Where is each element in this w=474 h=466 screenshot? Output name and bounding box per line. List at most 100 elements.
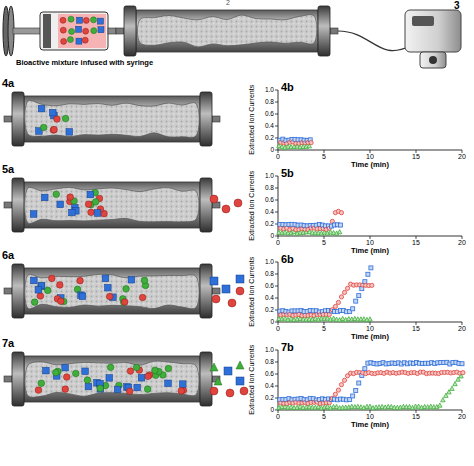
green-compound (67, 37, 73, 43)
column-nozzle (4, 116, 12, 122)
red-marker (333, 392, 337, 396)
mass-spectrometer (405, 10, 461, 68)
red-compound (60, 27, 66, 33)
tick-label: 5 (314, 413, 334, 421)
y-tick (275, 176, 278, 177)
y-tick (275, 150, 278, 151)
x-tick (324, 322, 325, 325)
tick-label: 10 (360, 153, 380, 161)
red-compound (77, 277, 84, 284)
panel-label: 4a (2, 77, 32, 89)
blue-compound (138, 374, 145, 381)
tick-label: 0 (268, 239, 288, 247)
x-tick (324, 410, 325, 413)
axis-title: Time (min) (330, 333, 410, 341)
red-compound (35, 387, 42, 394)
column-packing (25, 100, 199, 137)
green-compound (68, 16, 74, 22)
red-compound (212, 295, 220, 303)
panel-label: 4b (281, 81, 311, 93)
x-tick (416, 150, 417, 153)
tick-label: 0.2 (251, 394, 274, 401)
red-marker (370, 283, 374, 287)
blue-compound (236, 275, 244, 283)
x-tick (278, 410, 279, 413)
instrument-body (405, 10, 461, 52)
blue-compound (31, 277, 38, 284)
tick-label: 0.8 (251, 184, 274, 191)
y-tick (275, 262, 278, 263)
chromatography-column (116, 6, 338, 56)
blue-compound (128, 276, 135, 283)
column-packing (25, 361, 199, 397)
blue-compound (49, 109, 56, 116)
panel-label: 7a (2, 337, 32, 349)
node-caption: Bioactive mixture infused with syringe (16, 59, 206, 68)
blue-compound (106, 375, 113, 382)
tick-label: 1.0 (251, 172, 274, 179)
blue-compound (43, 367, 50, 374)
tick-label: 20 (452, 413, 472, 421)
green-compound (38, 380, 45, 387)
blue-compound (66, 129, 73, 136)
chromatography-column (4, 92, 220, 146)
tick-label: 15 (406, 413, 426, 421)
axis-title: Extracted Ion Currents (248, 247, 256, 337)
tick-label: 0.6 (251, 370, 274, 377)
tick-label: 0.8 (251, 98, 274, 105)
tick-label: 0.2 (251, 220, 274, 227)
x-tick (416, 236, 417, 239)
panel-label: 5a (2, 163, 32, 175)
tick-label: 0 (268, 413, 288, 421)
tick-label: 0.4 (251, 208, 274, 215)
y-tick (275, 114, 278, 115)
instrument-panel (412, 16, 434, 26)
column-body (24, 268, 200, 314)
x-tick (370, 236, 371, 239)
red-compound (50, 127, 57, 134)
y-tick (275, 386, 278, 387)
red-compound (145, 373, 152, 380)
column-end-cap (124, 6, 136, 56)
x-tick (278, 236, 279, 239)
red-compound (234, 199, 242, 207)
blue-marker (357, 294, 361, 298)
syringe-unit: Bioactive mixture infused with syringe (4, 0, 204, 72)
blue-compound (236, 377, 244, 385)
red-compound (222, 205, 230, 213)
red-compound (37, 293, 44, 300)
green-compound (52, 369, 59, 376)
blue-compound (57, 201, 64, 208)
blue-compound (76, 38, 82, 44)
tick-label: 0.6 (251, 196, 274, 203)
blue-compound (87, 191, 94, 198)
blue-marker (354, 299, 358, 303)
column-end-cap (200, 352, 212, 406)
green-marker (450, 386, 454, 390)
green-compound (92, 199, 99, 206)
column-end-cap (12, 92, 24, 146)
tick-label: 0.6 (251, 282, 274, 289)
y-tick (275, 374, 278, 375)
red-compound (58, 298, 65, 305)
green-compound (91, 17, 97, 23)
blue-compound (38, 105, 45, 112)
red-compound (85, 201, 92, 208)
red-compound (178, 388, 185, 395)
tick-label: 15 (406, 153, 426, 161)
y-tick (275, 212, 278, 213)
tick-label: 0.2 (251, 306, 274, 313)
green-marker (438, 403, 442, 407)
syringe (3, 6, 116, 56)
blue-compound (30, 211, 37, 218)
blue-compound (77, 17, 83, 23)
red-compound (226, 389, 234, 397)
blue-compound (224, 367, 232, 375)
ion-current-chart (275, 262, 462, 325)
green-compound (152, 367, 159, 374)
tick-label: 0 (251, 406, 274, 413)
red-compound (210, 195, 218, 203)
blue-compound (85, 383, 92, 390)
